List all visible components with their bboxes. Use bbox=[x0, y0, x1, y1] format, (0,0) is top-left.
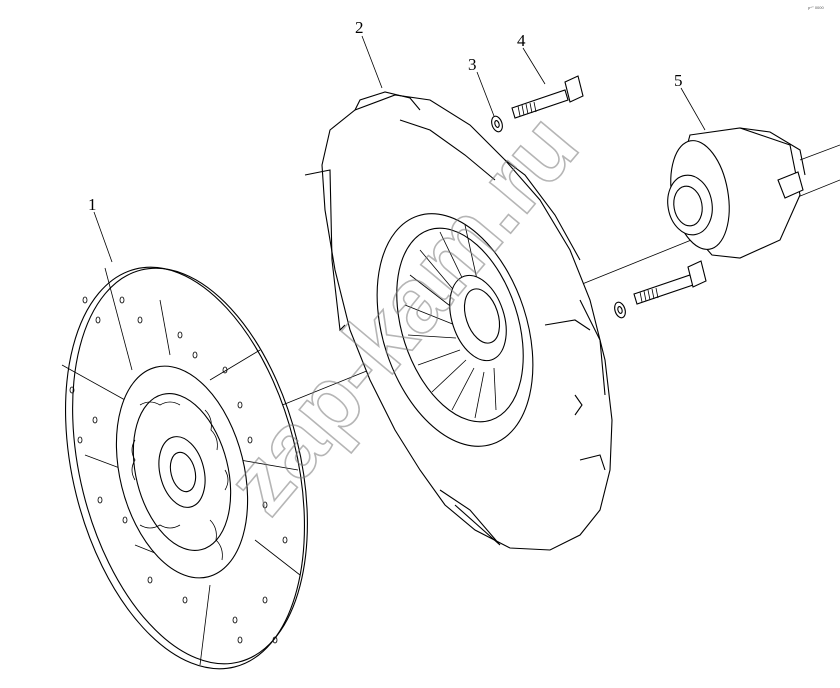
bolt-lower bbox=[633, 260, 707, 305]
callout-1: 1 bbox=[88, 195, 97, 214]
callout-3: 3 bbox=[468, 55, 477, 74]
clutch-disc bbox=[61, 266, 308, 670]
release-bearing bbox=[667, 127, 840, 259]
bolt-upper bbox=[511, 75, 584, 119]
pressure-plate-cover bbox=[304, 91, 613, 551]
leader-lines bbox=[93, 35, 706, 263]
corner-mark: p^° 0000 bbox=[808, 5, 824, 10]
callout-5: 5 bbox=[674, 71, 683, 90]
washer-lower bbox=[614, 301, 626, 319]
damper-springs bbox=[131, 401, 229, 561]
washer-upper bbox=[491, 115, 503, 133]
callout-2: 2 bbox=[355, 18, 364, 37]
callout-4: 4 bbox=[517, 31, 526, 50]
rivet-holes bbox=[69, 296, 288, 644]
